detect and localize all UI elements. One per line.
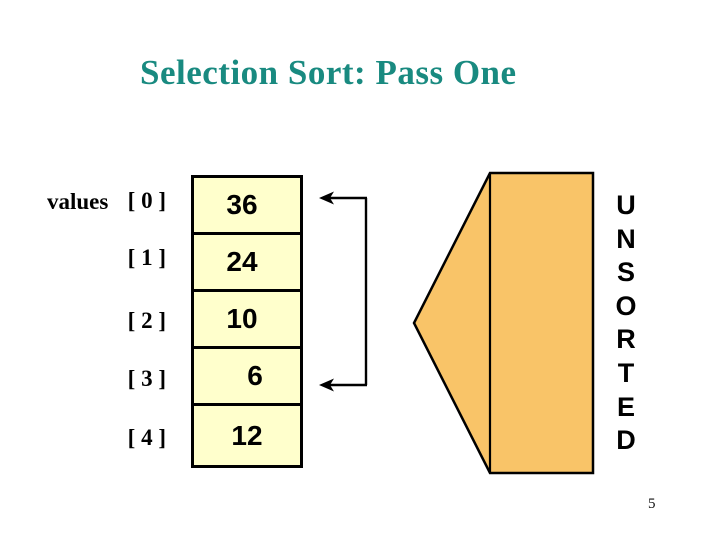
array-cell-2: 10	[194, 292, 300, 349]
unsorted-letter: N	[616, 223, 636, 254]
values-label: values	[47, 189, 109, 214]
page-number: 5	[648, 496, 656, 512]
cell-value-0: 36	[226, 189, 258, 220]
cell-value-3: 6	[247, 360, 263, 391]
array-cell-1: 24	[194, 235, 300, 292]
cell-value-1: 24	[226, 246, 258, 277]
index-label-0: [ 0 ]	[127, 188, 166, 213]
array-cell-0: 36	[194, 178, 300, 235]
slide-title: Selection Sort: Pass One	[140, 53, 517, 92]
unsorted-letter: D	[616, 425, 636, 456]
comparison-bracket-arrows	[319, 191, 368, 392]
index-label-1: [ 1 ]	[127, 245, 166, 270]
cell-value-2: 10	[226, 303, 258, 334]
array-cell-4: 12	[194, 406, 300, 465]
unsorted-letter: U	[616, 190, 636, 220]
values-array: 36 24 10 6 12	[191, 175, 303, 468]
unsorted-letter: S	[616, 257, 635, 288]
unsorted-letter: E	[616, 391, 635, 422]
arrowhead-bottom-icon	[319, 378, 334, 392]
arrowhead-top-icon	[319, 191, 334, 205]
array-cell-3: 6	[194, 349, 300, 406]
index-label-4: [ 4 ]	[127, 425, 166, 450]
unsorted-letter: O	[615, 290, 637, 321]
unsorted-region-pointer-shape	[412, 171, 595, 475]
index-label-3: [ 3 ]	[127, 366, 166, 391]
left-pointing-pentagon-icon	[412, 171, 595, 475]
unsorted-label: U N S O R T E D	[611, 189, 641, 458]
cell-value-4: 12	[231, 419, 263, 451]
unsorted-letter: R	[616, 324, 636, 355]
index-label-2: [ 2 ]	[127, 308, 166, 333]
unsorted-letter: T	[617, 357, 635, 388]
